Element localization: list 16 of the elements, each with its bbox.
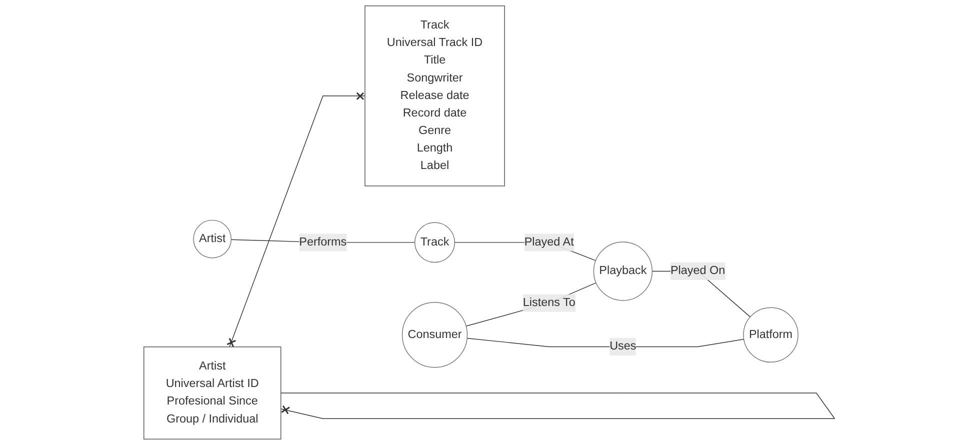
edge-label: Listens To: [523, 296, 576, 309]
node-circle: Playback: [594, 242, 653, 301]
node-box: Artist Universal Artist ID Profesional Since Group / Individual: [144, 346, 282, 440]
node-circle: Artist: [193, 220, 232, 258]
connector: [466, 338, 744, 348]
edge-label: Performs: [299, 236, 347, 248]
node-box: Track Universal Track ID Title Songwriter Release date Record date Genre Length Label: [364, 6, 506, 186]
edge-label: Played On: [670, 264, 726, 278]
connector: [466, 282, 597, 327]
edge-label: Uses: [610, 340, 636, 353]
connector: [226, 92, 366, 348]
node-circle: Platform: [743, 307, 799, 363]
node-circle: Track: [414, 222, 456, 263]
connector: [280, 392, 836, 420]
edge-label: Played At: [524, 236, 574, 248]
node-circle: Consumer: [402, 302, 468, 368]
